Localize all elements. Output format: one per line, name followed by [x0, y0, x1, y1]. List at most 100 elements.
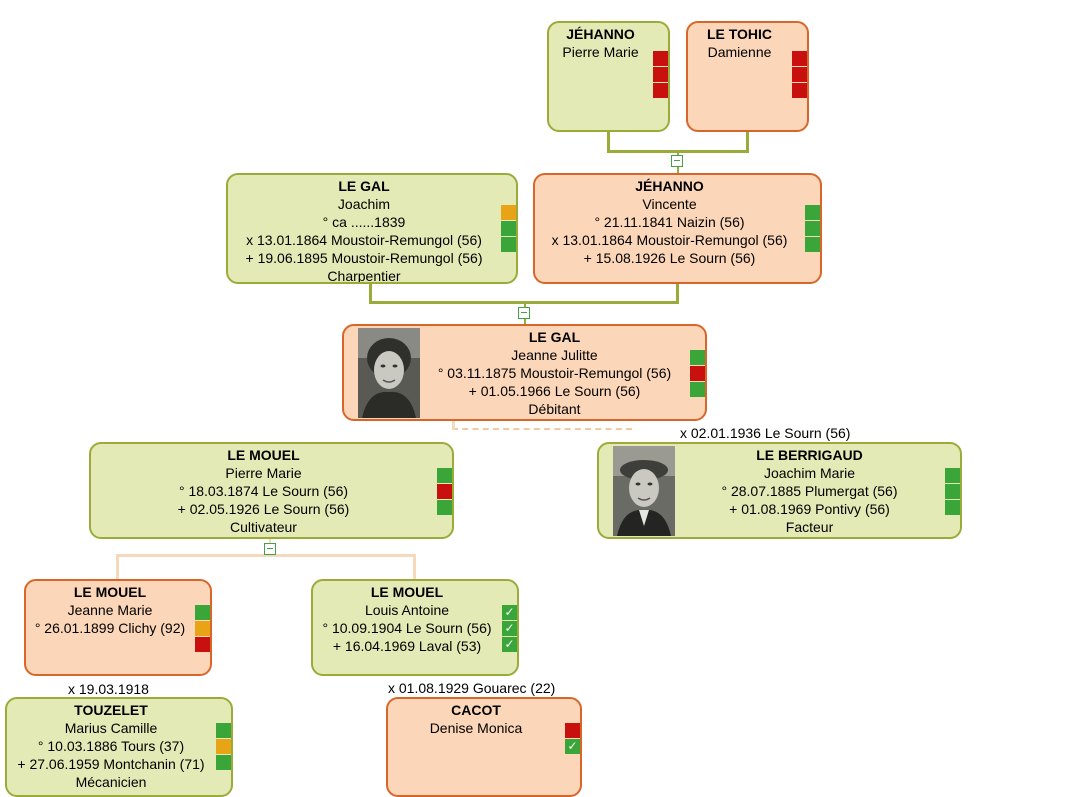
- status-badges: [805, 205, 820, 253]
- person-surname: CACOT: [451, 702, 501, 718]
- status-error-badge[interactable]: [437, 484, 452, 499]
- marriage-date: x 02.01.1936 Le Sourn (56): [680, 425, 851, 441]
- status-ok-badge[interactable]: [195, 605, 210, 620]
- person-detail-line: ° 10.09.1904 Le Sourn (56): [322, 620, 492, 636]
- person-detail-line: + 02.05.1926 Le Sourn (56): [177, 501, 350, 517]
- status-ok-badge[interactable]: [690, 382, 705, 397]
- person-text: LE GAL Jeanne Julitte ° 03.11.1875 Moustoi…: [420, 328, 689, 418]
- status-ok-badge[interactable]: [501, 237, 516, 252]
- status-warning-badge[interactable]: [195, 621, 210, 636]
- status-error-badge[interactable]: [653, 51, 668, 66]
- person-detail-line: + 01.08.1969 Pontivy (56): [729, 501, 890, 517]
- status-ok-badge[interactable]: [805, 237, 820, 252]
- status-ok-badge[interactable]: [216, 755, 231, 770]
- person-surname: LE MOUEL: [73, 584, 147, 600]
- status-error-badge[interactable]: [653, 67, 668, 82]
- marriage-date: x 01.08.1929 Gouarec (22): [388, 680, 556, 696]
- status-warning-badge[interactable]: [501, 205, 516, 220]
- person-surname: JÉHANNO: [635, 178, 704, 194]
- status-ok-badge[interactable]: [216, 723, 231, 738]
- check-icon[interactable]: ✓: [502, 621, 517, 636]
- check-icon[interactable]: ✓: [502, 605, 517, 620]
- person-detail-line: ° 21.11.1841 Naizin (56): [594, 214, 745, 230]
- status-error-badge[interactable]: [792, 51, 807, 66]
- collapse-toggle-icon[interactable]: [264, 543, 276, 555]
- person-detail-line: Facteur: [785, 519, 834, 535]
- parents-link-jehanno: [746, 130, 749, 152]
- status-error-badge[interactable]: [792, 83, 807, 98]
- person-given-names: Pierre Marie: [562, 44, 639, 60]
- person-detail-line: x 13.01.1864 Moustoir-Remungol (56): [551, 232, 788, 248]
- marriage-date: x 19.03.1918: [68, 681, 149, 697]
- person-detail-line: + 16.04.1969 Laval (53): [332, 638, 482, 654]
- person-given-names: Joachim: [337, 196, 391, 212]
- person-detail-line: ° 26.01.1899 Clichy (92): [34, 620, 186, 636]
- person-photo-icon: [358, 328, 420, 418]
- status-error-badge[interactable]: [690, 366, 705, 381]
- status-ok-badge[interactable]: [945, 500, 960, 515]
- status-ok-badge[interactable]: [805, 221, 820, 236]
- person-given-names: Joachim Marie: [763, 465, 856, 481]
- person-card[interactable]: LE GAL Jeanne Julitte ° 03.11.1875 Moustoi…: [342, 324, 707, 421]
- person-photo-icon: [613, 446, 675, 536]
- status-warning-badge[interactable]: [216, 739, 231, 754]
- check-icon[interactable]: ✓: [565, 739, 580, 754]
- collapse-toggle-icon[interactable]: [518, 307, 530, 319]
- spouse-link: [452, 428, 632, 430]
- status-ok-badge[interactable]: [437, 468, 452, 483]
- children-link: [116, 554, 416, 557]
- status-ok-badge[interactable]: [945, 484, 960, 499]
- collapse-toggle-icon[interactable]: [671, 155, 683, 167]
- spouse-link: [452, 420, 455, 430]
- status-error-badge[interactable]: [565, 723, 580, 738]
- person-detail-line: ° 10.03.1886 Tours (37): [37, 738, 185, 754]
- person-detail-line: ° 03.11.1875 Moustoir-Remungol (56): [437, 365, 672, 381]
- person-detail-line: Cultivateur: [230, 519, 297, 535]
- status-badges: [195, 605, 210, 653]
- person-detail-line: + 15.08.1926 Le Sourn (56): [583, 250, 756, 266]
- children-link: [413, 554, 416, 580]
- person-surname: LE GAL: [528, 329, 581, 345]
- person-card[interactable]: LE MOUEL Jeanne Marie ° 26.01.1899 Clichy …: [24, 579, 212, 676]
- parents-link-legal: [676, 283, 679, 303]
- person-given-names: Marius Camille: [64, 720, 158, 736]
- status-badges: [792, 51, 807, 99]
- status-ok-badge[interactable]: [501, 221, 516, 236]
- person-detail-line: + 01.05.1966 Le Sourn (56): [468, 383, 641, 399]
- person-surname: LE MOUEL: [370, 584, 444, 600]
- status-ok-badge[interactable]: [690, 350, 705, 365]
- person-detail-line: Charpentier: [327, 268, 401, 284]
- person-detail-line: + 27.06.1959 Montchanin (71): [17, 756, 205, 772]
- status-badges: [653, 51, 668, 99]
- person-detail-line: + 19.06.1895 Moustoir-Remungol (56): [245, 250, 483, 266]
- person-given-names: Jeanne Julitte: [511, 347, 598, 363]
- status-badges: [501, 205, 516, 253]
- person-given-names: Jeanne Marie: [67, 602, 153, 618]
- check-icon[interactable]: ✓: [502, 637, 517, 652]
- status-error-badge[interactable]: [195, 637, 210, 652]
- status-ok-badge[interactable]: [805, 205, 820, 220]
- status-error-badge[interactable]: [792, 67, 807, 82]
- status-ok-badge[interactable]: [437, 500, 452, 515]
- status-badges: [690, 350, 705, 398]
- status-badges: [216, 723, 231, 771]
- status-error-badge[interactable]: [653, 83, 668, 98]
- status-ok-badge[interactable]: [945, 468, 960, 483]
- status-badges: ✓✓✓: [502, 605, 517, 653]
